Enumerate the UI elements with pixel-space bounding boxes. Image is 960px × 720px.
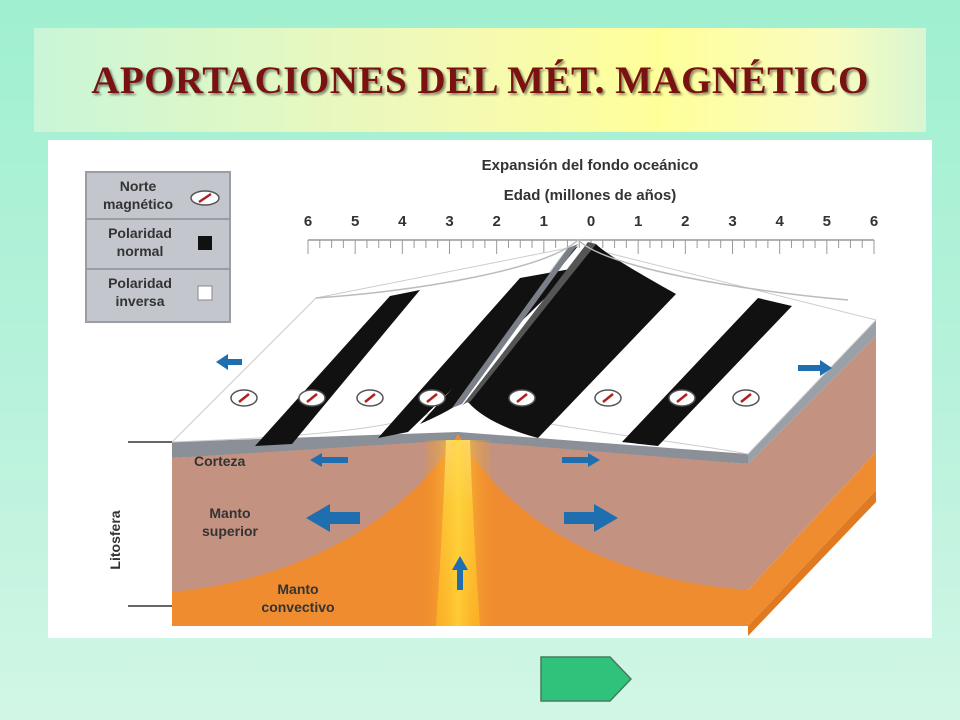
arrow-right-icon — [798, 360, 832, 376]
compass-icon — [190, 190, 220, 206]
arrow-left-icon — [306, 504, 360, 532]
axis-tick-label: 6 — [304, 213, 312, 230]
compass-icon — [594, 389, 622, 407]
lithosphere-label: Litosfera — [107, 510, 123, 569]
legend: Norte magnético Polaridad normal Polarid… — [85, 171, 231, 323]
arrow-right-icon — [540, 656, 632, 702]
upper-mantle-label-2: superior — [202, 523, 259, 539]
compass-markers — [230, 389, 760, 407]
legend-north-label: Norte — [120, 178, 157, 194]
axis-tick-label: 4 — [398, 213, 407, 230]
block-front — [172, 432, 748, 626]
compass-icon — [298, 389, 326, 407]
compass-icon — [418, 389, 446, 407]
axis-tick-label: 3 — [445, 213, 453, 230]
convective-mantle-label: Manto — [277, 581, 318, 597]
arrow-right-icon — [564, 504, 618, 532]
arrow-up-icon — [452, 556, 468, 590]
axis-tick-label: 0 — [587, 213, 595, 230]
convective-mantle-label-2: convectivo — [261, 599, 334, 615]
block-side — [748, 320, 876, 636]
sea-floor-surface — [170, 238, 877, 455]
axis-label: Edad (millones de años) — [504, 187, 677, 204]
legend-normal-swatch — [198, 236, 212, 250]
legend-reverse-label: Polaridad — [108, 275, 172, 291]
legend-reverse-label-2: inversa — [115, 293, 164, 309]
arrow-right-icon — [562, 453, 600, 467]
crust-label: Corteza — [194, 453, 246, 469]
title-bar: APORTACIONES DEL MÉT. MAGNÉTICO — [34, 28, 926, 132]
axis-tick-label: 3 — [728, 213, 736, 230]
flow-arrows — [216, 354, 832, 590]
axis-tick-label: 2 — [492, 213, 500, 230]
age-axis: 6 5 4 3 2 1 0 1 2 3 4 5 6 — [304, 213, 878, 254]
page-title: APORTACIONES DEL MÉT. MAGNÉTICO — [91, 58, 869, 102]
compass-icon — [356, 389, 384, 407]
axis-tick-label: 5 — [351, 213, 359, 230]
arrow-left-icon — [310, 453, 348, 467]
arrow-left-icon — [216, 354, 242, 370]
axis-tick-label: 1 — [634, 213, 642, 230]
axis-tick-label: 6 — [870, 213, 878, 230]
legend-normal-label-2: normal — [117, 243, 164, 259]
compass-icon — [732, 389, 760, 407]
axis-tick-label: 1 — [540, 213, 548, 230]
seafloor-spreading-diagram: Expansión del fondo oceánico Edad (millo… — [48, 140, 932, 638]
legend-normal-label: Polaridad — [108, 225, 172, 241]
compass-icon — [230, 389, 258, 407]
legend-reverse-swatch — [197, 285, 213, 301]
legend-north-label-2: magnético — [103, 196, 173, 212]
next-slide-button[interactable] — [540, 656, 632, 702]
axis-tick-label: 5 — [823, 213, 831, 230]
lithosphere-bracket: Litosfera — [107, 441, 172, 607]
compass-icon — [508, 389, 536, 407]
diagram-heading: Expansión del fondo oceánico — [482, 157, 699, 174]
compass-icon — [668, 389, 696, 407]
axis-tick-label: 2 — [681, 213, 689, 230]
axis-tick-label: 4 — [775, 213, 784, 230]
upper-mantle-label: Manto — [209, 505, 250, 521]
